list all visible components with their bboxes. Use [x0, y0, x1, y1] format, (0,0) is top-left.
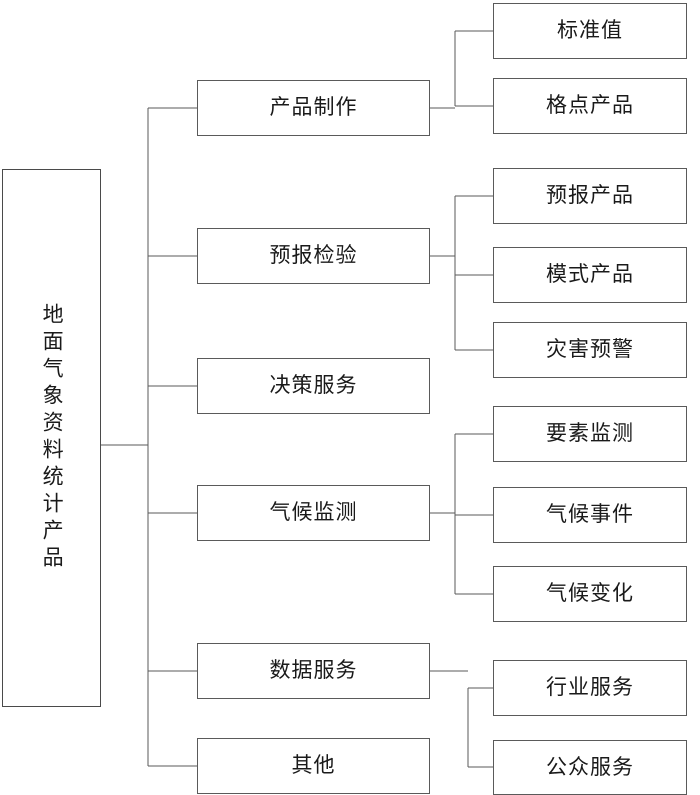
node-industry-service[interactable]: 行业服务 [493, 660, 687, 716]
node-model-product[interactable]: 模式产品 [493, 247, 687, 303]
node-other[interactable]: 其他 [197, 738, 430, 794]
node-standard-value-label: 标准值 [557, 18, 623, 43]
node-forecast-verification[interactable]: 预报检验 [197, 228, 430, 284]
node-data-service-label: 数据服务 [269, 658, 358, 683]
node-product-creation[interactable]: 产品制作 [197, 80, 430, 136]
node-climate-event[interactable]: 气候事件 [493, 487, 687, 543]
node-forecast-product[interactable]: 预报产品 [493, 168, 687, 224]
node-forecast-product-label: 预报产品 [546, 183, 634, 208]
node-public-service[interactable]: 公众服务 [493, 740, 687, 795]
node-forecast-verification-label: 预报检验 [269, 243, 358, 268]
node-root[interactable]: 地面气象资料统计产品 [2, 169, 101, 707]
node-climate-monitoring[interactable]: 气候监测 [197, 485, 430, 541]
node-decision-service-label: 决策服务 [269, 373, 358, 398]
node-decision-service[interactable]: 决策服务 [197, 358, 430, 414]
node-climate-change[interactable]: 气候变化 [493, 566, 687, 622]
node-element-monitoring-label: 要素监测 [546, 421, 634, 446]
node-climate-change-label: 气候变化 [546, 581, 634, 606]
node-root-label: 地面气象资料统计产品 [40, 303, 65, 573]
node-other-label: 其他 [291, 753, 336, 778]
node-model-product-label: 模式产品 [546, 262, 634, 287]
node-public-service-label: 公众服务 [546, 754, 634, 779]
node-climate-event-label: 气候事件 [546, 502, 634, 527]
node-data-service[interactable]: 数据服务 [197, 643, 430, 699]
node-product-creation-label: 产品制作 [269, 95, 358, 120]
node-grid-product[interactable]: 格点产品 [493, 78, 687, 134]
node-climate-monitoring-label: 气候监测 [269, 500, 358, 525]
node-grid-product-label: 格点产品 [546, 93, 634, 118]
node-element-monitoring[interactable]: 要素监测 [493, 406, 687, 462]
node-disaster-warning-label: 灾害预警 [546, 337, 634, 362]
node-standard-value[interactable]: 标准值 [493, 3, 687, 59]
node-disaster-warning[interactable]: 灾害预警 [493, 322, 687, 378]
node-industry-service-label: 行业服务 [546, 675, 634, 700]
